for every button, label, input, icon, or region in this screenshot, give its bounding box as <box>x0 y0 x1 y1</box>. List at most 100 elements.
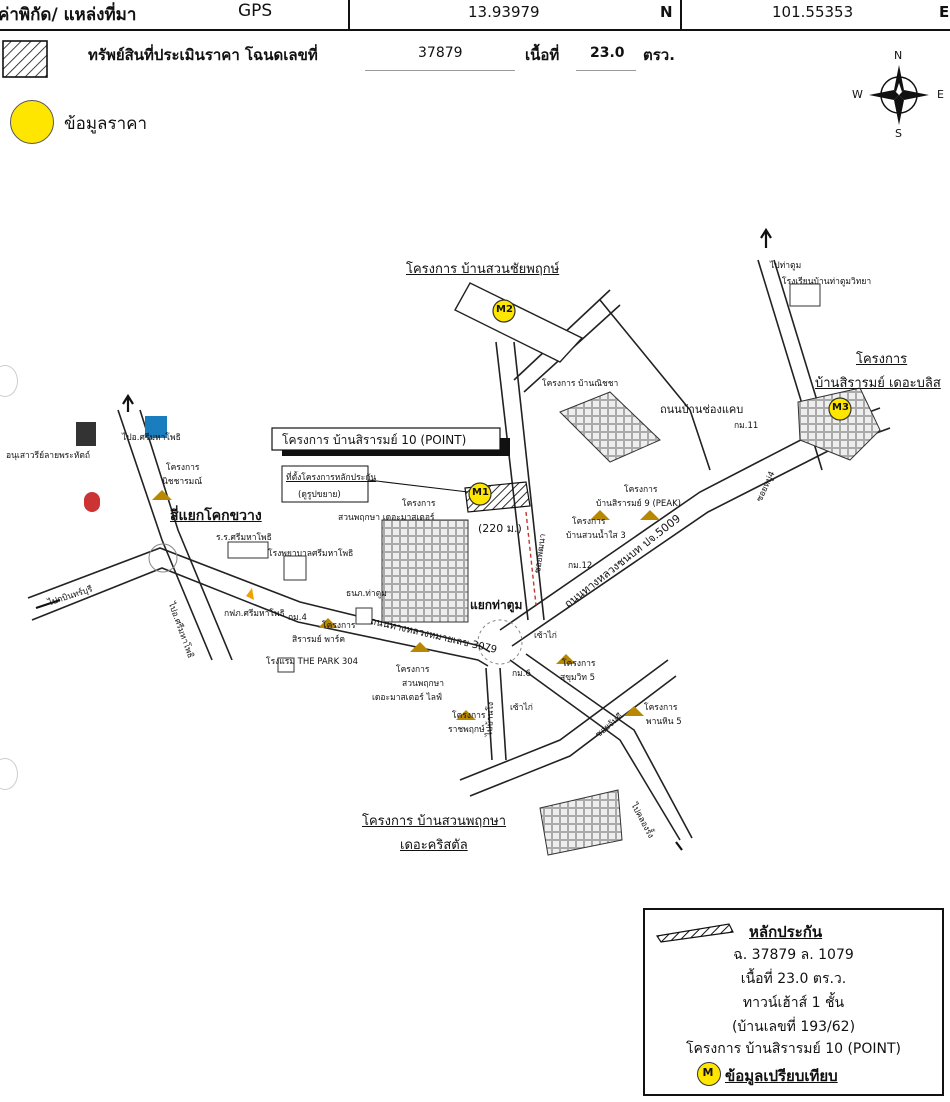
km4: กม.4 <box>288 613 307 623</box>
legend-m-marker <box>697 1062 721 1086</box>
legend-house-no: (บ้านเลขที่ 193/62) <box>731 1019 856 1035</box>
hotel-label: โรงแรม THE PARK 304 <box>266 657 359 667</box>
area-unit: ตรว. <box>643 46 675 64</box>
crystal-parcel <box>539 789 623 856</box>
to-srimaha-top: ไปอ.ศรีมหาโพธิ <box>122 433 181 443</box>
compass-e: E <box>937 88 944 101</box>
legend-area: เนื้อที่ 23.0 ตร.ว. <box>740 971 847 987</box>
arrow-south-icon <box>675 841 683 851</box>
longitude: 101.55353 <box>772 3 854 21</box>
proj-chaiyapruk: โครงการ บ้านสวนชัยพฤกษ์ <box>406 262 560 277</box>
header-divider <box>680 0 682 30</box>
marker-m3 <box>828 397 852 421</box>
deed-number: 37879 <box>418 45 463 61</box>
area-label: เนื้อที่ <box>525 46 560 64</box>
arrow-north-icon <box>122 393 134 412</box>
road-south <box>459 653 693 841</box>
ptt-logo-icon <box>84 492 100 512</box>
property-label: ทรัพย์สินที่ประเมินราคา โฉนดเลขที่ <box>88 46 318 64</box>
legend-project: โครงการ บ้านสิรารมย์ 10 (POINT) <box>686 1041 901 1057</box>
m2-label: M2 <box>496 304 513 315</box>
distance-line <box>525 511 537 606</box>
km6: กม.6 <box>512 669 531 679</box>
proj-crystal-1: โครงการ บ้านสวนพฤกษา <box>362 814 507 829</box>
proj-nicha: โครงการ บ้านณิชชา <box>542 379 619 389</box>
school-label: โรงเรียนบ้านท่าตูมวิทยา <box>782 277 872 287</box>
seven-2: เซ้าไก่ <box>510 703 533 713</box>
longitude-dir: E <box>939 3 950 21</box>
marker-m2 <box>492 299 516 323</box>
legend-deed: ฉ. 37879 ล. 1079 <box>733 947 854 963</box>
km11: กม.11 <box>734 421 759 431</box>
arrow-north-icon <box>760 227 772 248</box>
school-icon <box>789 283 821 307</box>
school-building-icon <box>227 541 269 559</box>
proj-panhom-2: พานหิน 5 <box>646 717 682 727</box>
bank-icon <box>355 607 373 625</box>
proj-crystal-2: เดอะคริสตัล <box>400 838 468 853</box>
proj-nitcharam-2: นิชชารมณ์ <box>162 477 203 487</box>
master-parcel <box>381 519 469 623</box>
proj-panhom-1: โครงการ <box>644 703 678 713</box>
header-divider <box>348 0 350 30</box>
proj-suannamsai-1: โครงการ <box>572 517 606 527</box>
to-banglang: ไปบ้านโง <box>484 701 497 737</box>
seven-1: เซ้าไก่ <box>534 631 557 641</box>
nicha-parcel <box>559 391 661 463</box>
area-underline <box>576 70 636 71</box>
intersection-thatum: แยกท่าตูม <box>470 598 523 612</box>
legend-type: ทาวน์เฮ้าส์ 1 ชั้น <box>742 995 845 1011</box>
bliss-parcel <box>797 387 881 461</box>
proj-mastervillage-2: สวนพฤกษา <box>402 679 445 689</box>
km12: กม.12 <box>568 561 593 571</box>
proj-rachapruk-1: โครงการ <box>452 711 486 721</box>
proj-park-2: สิรารมย์ พาร์ค <box>292 635 346 645</box>
marker-m1 <box>468 482 492 506</box>
house-icons <box>152 490 660 720</box>
price-info-label: ข้อมูลราคา <box>64 114 148 134</box>
proj-nitcharam-1: โครงการ <box>166 463 200 473</box>
title-banner <box>271 427 501 451</box>
proj-suannamsai-2: บ้านสวนน้ำใส 3 <box>566 531 626 541</box>
latitude-dir: N <box>660 3 673 21</box>
m1-label: M1 <box>472 487 489 498</box>
compass-icon <box>869 65 929 125</box>
school-srimaha: ร.ร.ศรีมหาโพธิ <box>216 533 272 543</box>
legend-hatch-swatch <box>655 923 734 943</box>
legend-compare: ข้อมูลเปรียบเทียบ <box>725 1067 838 1085</box>
distance-label: (220 ม.) <box>478 522 522 535</box>
proj-bliss-2: บ้านสิรารมย์ เดอะบลิส <box>815 376 941 391</box>
hotel-icon <box>277 657 295 673</box>
latitude: 13.93979 <box>468 3 540 21</box>
legend-m-symbol: M <box>702 1066 714 1079</box>
compass-w: W <box>852 88 863 101</box>
road-srimaha <box>117 409 233 661</box>
m3-label: M3 <box>832 402 849 413</box>
proj-peak-1: โครงการ <box>624 485 658 495</box>
intersection-kokkwang: สี่แยกโคกขวาง <box>170 508 262 524</box>
proj-suanpruksa-2: สวนพฤกษา เดอะมาสเตอร์ <box>338 513 435 523</box>
hospital-label: โรงพยาบาลศรีมหาโพธิ <box>268 549 354 559</box>
area-value: 23.0 <box>590 45 625 61</box>
price-info-marker <box>10 100 54 144</box>
to-thatum: ไปท่าตูม <box>770 261 802 271</box>
proj-suanpruksa-1: โครงการ <box>402 499 436 509</box>
arrow-west-icon <box>35 598 61 610</box>
proj-park-1: โครงการ <box>322 621 356 631</box>
coord-label: ค่าพิกัด/ แหล่งที่มา <box>0 5 137 25</box>
point-title: โครงการ บ้านสิรารมย์ 10 (POINT) <box>282 433 467 447</box>
deed-underline <box>365 70 515 71</box>
bangchak-logo-icon <box>145 416 167 438</box>
legend-collateral: หลักประกัน <box>749 923 823 941</box>
enlarge-label: (ดูรูปขยาย) <box>298 490 341 500</box>
electricity-label: กฟภ.ศรีมหาโพธิ <box>224 609 285 619</box>
proj-mastervillage-1: โครงการ <box>396 665 430 675</box>
monument-icon <box>76 422 96 446</box>
coord-source: GPS <box>238 1 273 21</box>
callout-line <box>367 479 469 493</box>
collateral-loc-box <box>281 465 369 503</box>
road-chongkhae: ถนนบ้านช่องแคบ <box>660 403 744 416</box>
hatch-swatch <box>2 40 48 78</box>
bank-label: ธนภ.ท่าตูม <box>346 589 387 599</box>
